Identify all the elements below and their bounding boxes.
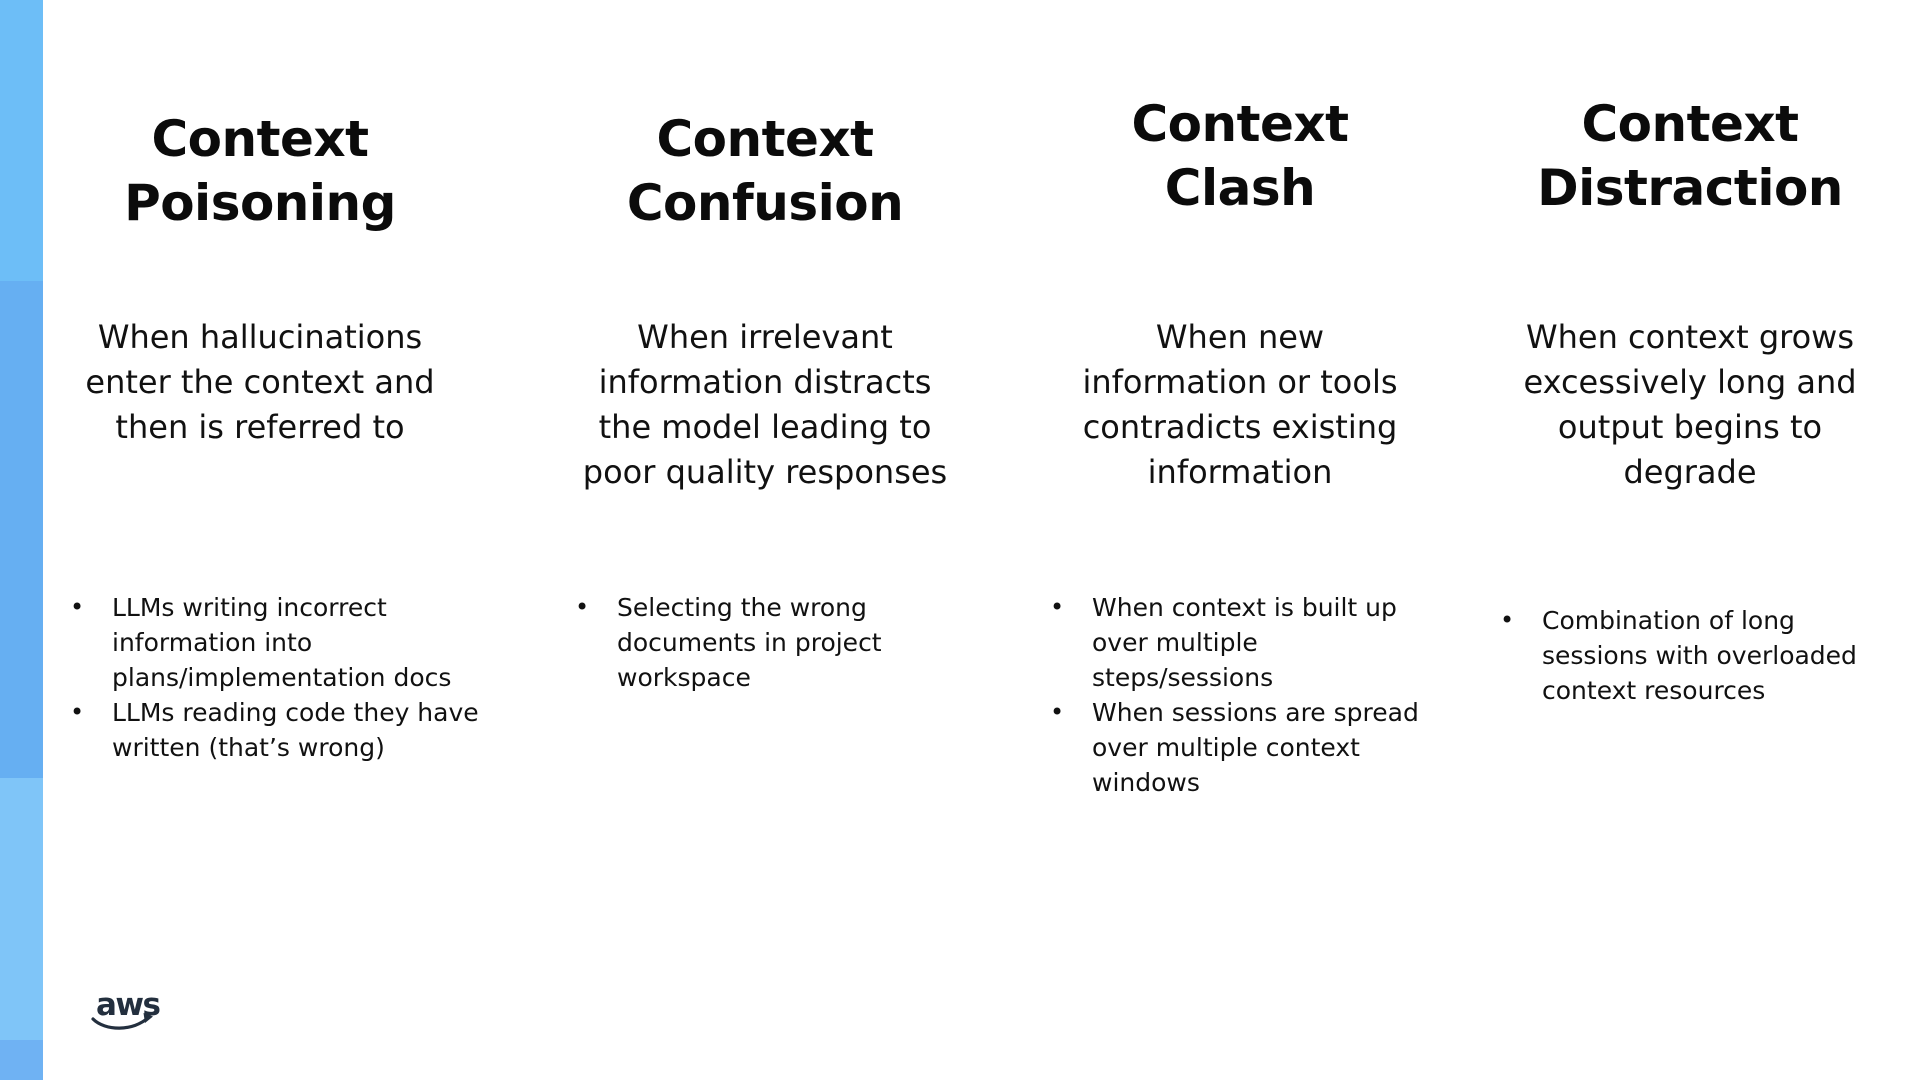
- aws-logo: aws: [90, 988, 160, 1040]
- column-context-confusion: Context Confusion When irrelevant inform…: [545, 0, 985, 1080]
- column-subtitle: When irrelevant information distracts th…: [582, 318, 948, 491]
- bullet-item: • When context is built up over multiple…: [1050, 590, 1490, 695]
- bullet-marker: •: [575, 593, 590, 621]
- bullet-marker: •: [1050, 698, 1065, 726]
- column-subtitle: When new information or tools contradict…: [1082, 318, 1398, 491]
- column-context-poisoning: Context Poisoning When hallucinations en…: [40, 0, 480, 1080]
- column-title: Context Confusion: [626, 110, 904, 232]
- bullet-marker: •: [70, 593, 85, 621]
- column-context-distraction: Context Distraction When context grows e…: [1470, 0, 1910, 1080]
- bullet-text: Combination of long sessions with overlo…: [1542, 606, 1857, 705]
- accent-segment-lower-middle: [0, 778, 43, 1040]
- bullet-item: • Combination of long sessions with over…: [1500, 603, 1920, 708]
- bullet-marker: •: [70, 698, 85, 726]
- bullet-marker: •: [1500, 606, 1515, 634]
- bullet-text: LLMs reading code they have written (tha…: [112, 698, 479, 762]
- accent-segment-bottom: [0, 1040, 43, 1080]
- smile-arrowhead-icon: [143, 1013, 153, 1023]
- column-bullets: • Combination of long sessions with over…: [1470, 603, 1920, 708]
- column-subtitle: When context grows excessively long and …: [1523, 318, 1857, 491]
- accent-segment-upper-middle: [0, 281, 43, 778]
- smile-arrow-icon: [91, 1015, 151, 1030]
- bullet-item: • LLMs reading code they have written (t…: [70, 695, 510, 765]
- column-context-clash: Context Clash When new information or to…: [1020, 0, 1460, 1080]
- bullet-text: When sessions are spread over multiple c…: [1092, 698, 1419, 797]
- bullet-item: • Selecting the wrong documents in proje…: [575, 590, 1015, 695]
- column-bullets: • Selecting the wrong documents in proje…: [545, 590, 1015, 695]
- column-title: Context Distraction: [1537, 95, 1843, 217]
- left-accent-bar: [0, 0, 43, 1080]
- accent-segment-top: [0, 0, 43, 281]
- bullet-text: Selecting the wrong documents in project…: [617, 593, 882, 692]
- column-bullets: • When context is built up over multiple…: [1020, 590, 1490, 800]
- bullet-item: • LLMs writing incorrect information int…: [70, 590, 510, 695]
- column-title: Context Clash: [1131, 95, 1349, 217]
- bullet-item: • When sessions are spread over multiple…: [1050, 695, 1490, 800]
- aws-logo-graphic: aws: [91, 988, 160, 1030]
- column-title: Context Poisoning: [124, 110, 396, 232]
- bullet-text: When context is built up over multiple s…: [1092, 593, 1397, 692]
- bullet-marker: •: [1050, 593, 1065, 621]
- bullet-text: LLMs writing incorrect information into …: [112, 593, 452, 692]
- column-subtitle: When hallucinations enter the context an…: [85, 318, 435, 446]
- column-bullets: • LLMs writing incorrect information int…: [40, 590, 510, 765]
